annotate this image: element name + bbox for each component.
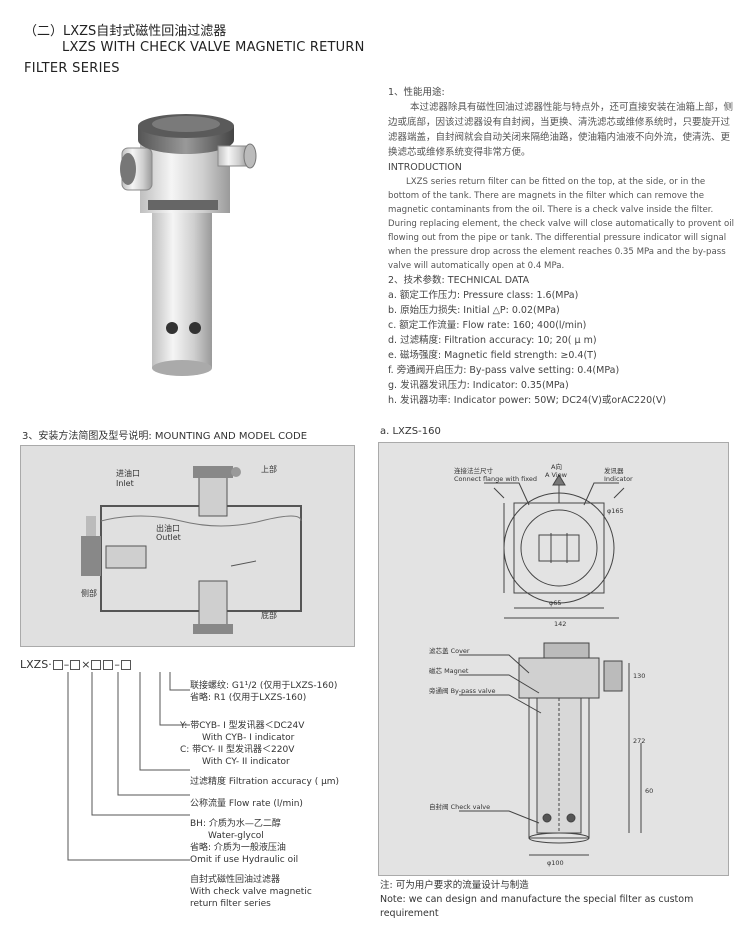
param-item: e. 磁场强度: Magnetic field strength: ≥0.4(T… xyxy=(388,350,597,361)
lbl-cover: 滤芯盖 Cover xyxy=(429,646,470,655)
param-item: c. 额定工作流量: Flow rate: 160; 400(l/min) xyxy=(388,320,587,331)
legend-bh-en: Water-glycol xyxy=(208,831,264,841)
svg-text:Inlet: Inlet xyxy=(116,479,134,488)
legend-y-en: With CYB- I indicator xyxy=(202,733,295,743)
param-item: g. 发讯器发讯压力: Indicator: 0.35(MPa) xyxy=(388,380,569,391)
label-top: 上部 xyxy=(261,464,277,474)
title-cn: （二）LXZS自封式磁性回油过滤器 xyxy=(24,24,227,39)
param-item: b. 原始压力损失: Initial △P: 0.02(MPa) xyxy=(388,305,560,316)
lbl-130: 130 xyxy=(633,672,645,680)
lbl-flange: 连接法兰尺寸 xyxy=(454,466,494,475)
legend-omit: 省略: 介质为一般液压油 xyxy=(190,843,286,853)
param-item: h. 发讯器功率: Indicator power: 50W; DC24(V)或… xyxy=(388,395,667,406)
mounting-diagram: 进油口 Inlet 上部 出油口 Outlet 侧部 底部 xyxy=(20,445,355,647)
lbl-indicator: 发讯器 xyxy=(604,466,624,475)
product-photo xyxy=(120,114,257,376)
params-list: a. 额定工作压力: Pressure class: 1.6(MPa) b. 原始… xyxy=(388,288,738,408)
model-prefix: LXZS xyxy=(20,658,49,671)
label-outlet: 出油口 xyxy=(156,523,180,533)
label-inlet: 进油口 xyxy=(116,468,140,478)
legend-series: 自封式磁性回油过滤器 xyxy=(190,875,281,885)
note-en: Note: we can design and manufacture the … xyxy=(380,894,694,919)
svg-text:A View: A View xyxy=(545,471,568,479)
code-box xyxy=(120,660,131,670)
note: 注: 可为用户要求的流量设计与制造 Note: we can design an… xyxy=(380,879,750,921)
svg-text:Indicator: Indicator xyxy=(604,475,633,483)
legend-thread-omit: 省略: R1 (仅用于LXZS-160) xyxy=(190,693,307,703)
model-legend: 联接螺纹: G1¹/2 (仅用于LXZS-160) 省略: R1 (仅用于LXZ… xyxy=(180,680,340,910)
lbl-d65: φ65 xyxy=(549,599,562,607)
code-box xyxy=(52,660,63,670)
legend-thread: 联接螺纹: G1¹/2 (仅用于LXZS-160) xyxy=(190,681,338,691)
legend-bh: BH: 介质为水—乙二醇 xyxy=(190,819,281,829)
lbl-view-a: A向 xyxy=(551,462,562,471)
lbl-bypass: 旁通阀 By-pass valve xyxy=(429,686,496,695)
code-box xyxy=(103,660,114,670)
legend-c-en: With CY- II indicator xyxy=(202,757,290,767)
code-box xyxy=(91,660,102,670)
label-side: 侧部 xyxy=(81,588,97,598)
param-item: d. 过滤精度: Filtration accuracy: 10; 20( μ … xyxy=(388,335,597,346)
legend-y: Y: 带CYB- I 型发讯器＜DC24V xyxy=(180,721,305,731)
lbl-d100: φ100 xyxy=(547,859,564,867)
mounting-title: 3、安装方法简图及型号说明: MOUNTING AND MODEL CODE xyxy=(22,431,308,442)
note-cn: 注: 可为用户要求的流量设计与制造 xyxy=(380,880,529,891)
param-item: f. 旁通阀开启压力: By-pass valve setting: 0.4(M… xyxy=(388,365,620,376)
technical-drawing: 连接法兰尺寸 Connect flange with fixed A向 A Vi… xyxy=(378,442,729,876)
lbl-check: 自封阀 Check valve xyxy=(429,802,490,811)
tank-diagram: 进油口 Inlet 上部 出油口 Outlet 侧部 底部 xyxy=(81,464,302,634)
lbl-142: 142 xyxy=(554,620,566,628)
legend-series-en: With check valve magnetic return filter … xyxy=(190,887,312,909)
legend-omit-en: Omit if use Hydraulic oil xyxy=(190,855,299,865)
intro-title: INTRODUCTION xyxy=(388,162,462,173)
model-code: LXZS·–×– xyxy=(20,658,132,671)
legend-accuracy: 过滤精度 Filtration accuracy ( μm) xyxy=(190,777,340,787)
s1-title: 1、性能用途: xyxy=(388,87,445,98)
lbl-magnet: 磁芯 Magnet xyxy=(429,666,469,675)
legend-flow: 公称流量 Flow rate (l/min) xyxy=(190,799,303,809)
title-en-2: FILTER SERIES xyxy=(24,61,120,76)
description: 1、性能用途: 本过滤器除具有磁性回油过滤器性能与特点外，还可直接安装在油箱上部… xyxy=(388,85,738,408)
drawing-svg: 连接法兰尺寸 Connect flange with fixed A向 A Vi… xyxy=(429,462,653,867)
legend-c: C: 带CY- II 型发讯器＜220V xyxy=(180,745,295,755)
svg-text:Outlet: Outlet xyxy=(156,533,181,542)
param-item: a. 额定工作压力: Pressure class: 1.6(MPa) xyxy=(388,290,579,301)
label-bottom: 底部 xyxy=(261,610,277,620)
lbl-272: 272 xyxy=(633,737,645,745)
s2-title: 2、技术参数: TECHNICAL DATA xyxy=(388,275,530,286)
svg-text:Connect flange with fixed: Connect flange with fixed xyxy=(454,475,537,483)
s1-text: 本过滤器除具有磁性回油过滤器性能与特点外，还可直接安装在油箱上部，侧边或底部，因… xyxy=(388,102,734,158)
intro-text: LXZS series return filter can be fitted … xyxy=(388,177,735,271)
lbl-d165: φ165 xyxy=(607,507,624,515)
model-leader-lines xyxy=(67,672,190,861)
drawing-title: a. LXZS-160 xyxy=(380,426,441,437)
title-en-1: LXZS WITH CHECK VALVE MAGNETIC RETURN xyxy=(62,40,365,55)
code-box xyxy=(70,660,81,670)
lbl-60: 60 xyxy=(645,787,653,795)
